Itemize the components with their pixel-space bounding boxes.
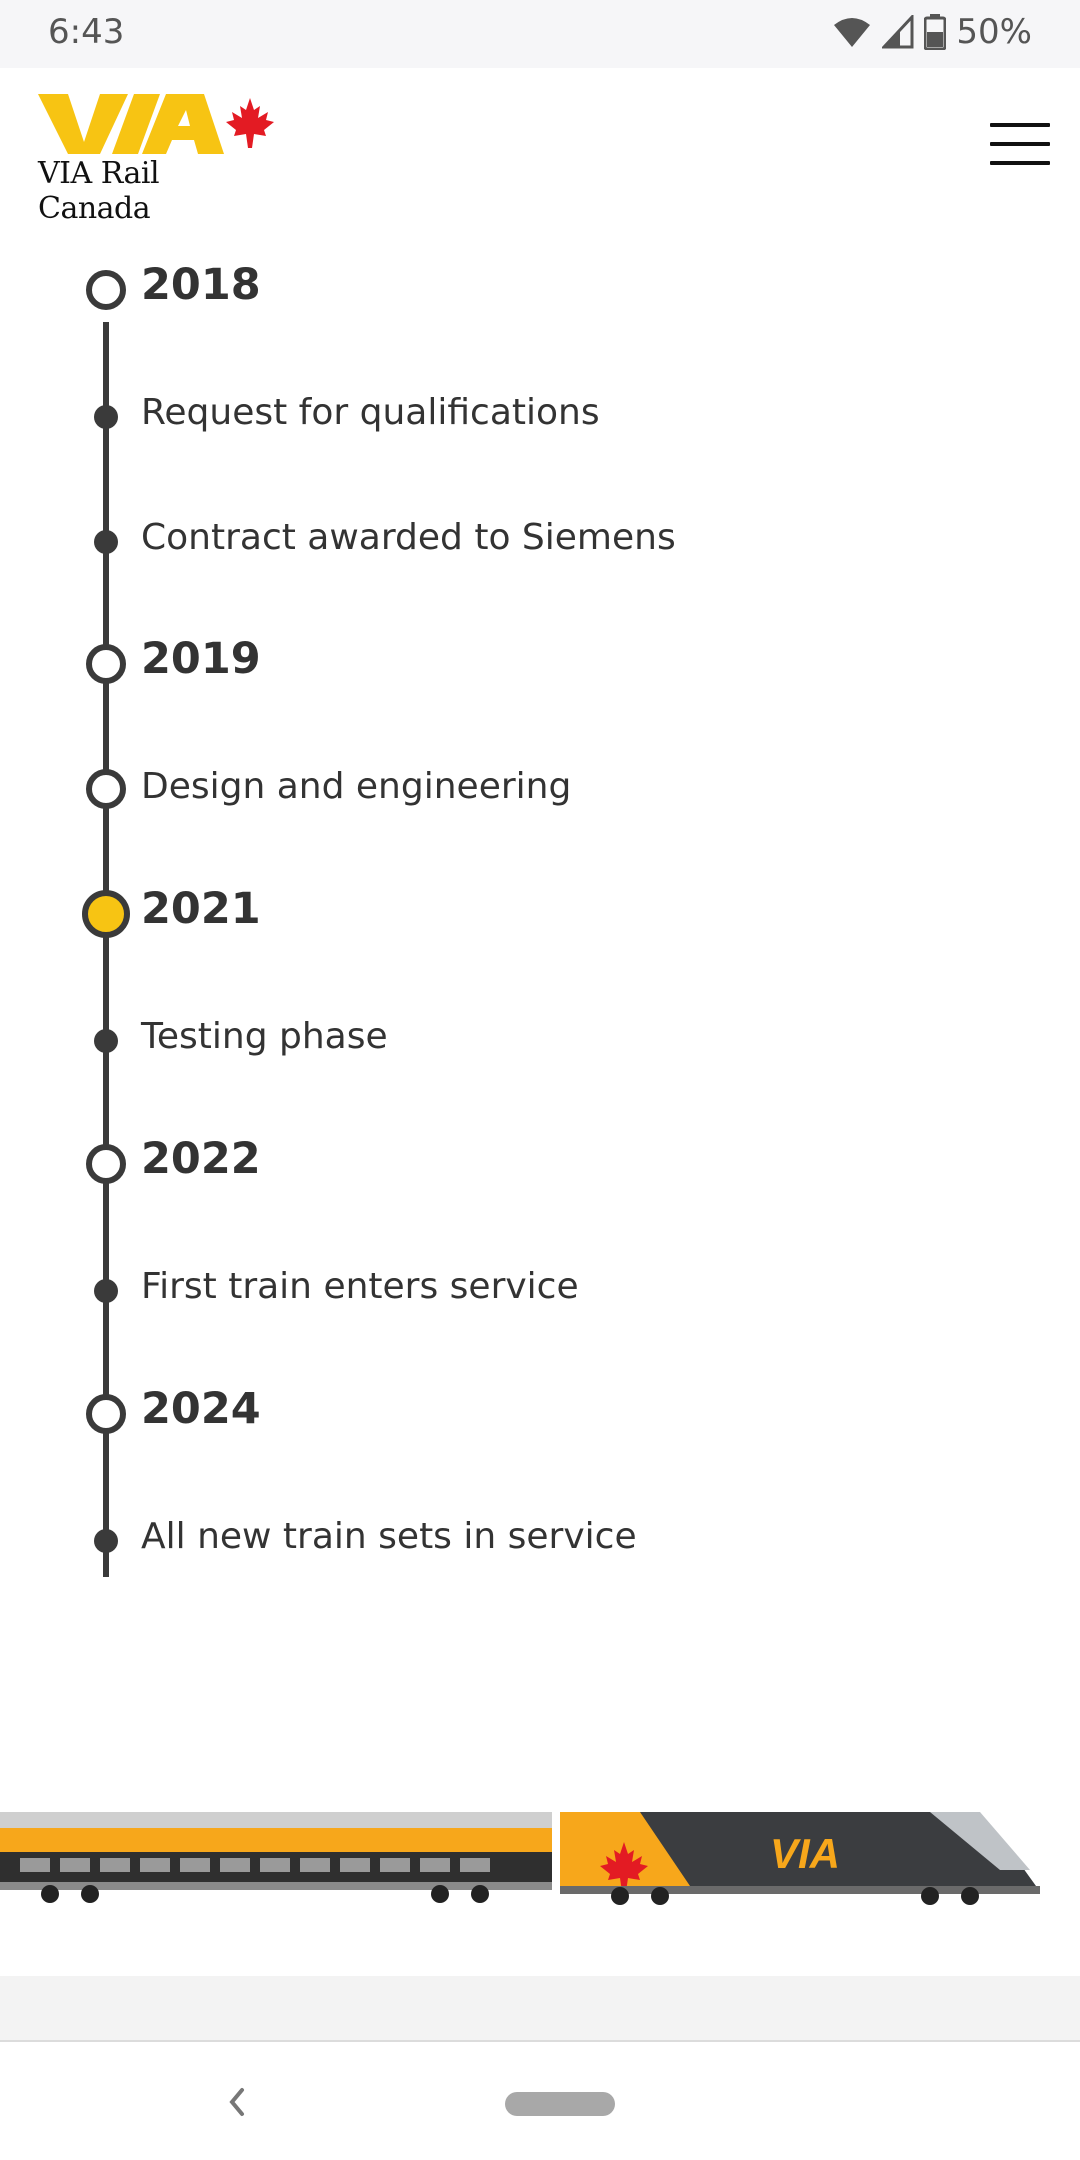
timeline-year-label: 2021	[141, 884, 261, 934]
timeline-event: Design and engineering	[0, 749, 1080, 829]
wifi-icon	[834, 18, 871, 47]
timeline-event: All new train sets in service	[0, 1499, 1080, 1579]
timeline-event-label: Design and engineering	[141, 766, 572, 807]
cell-signal-icon	[882, 15, 914, 49]
via-rail-logo[interactable]: VIA Rail Canada	[38, 92, 278, 226]
status-bar: 6:43 50%	[0, 0, 1080, 68]
timeline-year-label: 2018	[141, 260, 261, 310]
timeline-active-marker	[82, 890, 130, 938]
timeline-year-2018: 2018	[0, 250, 1080, 330]
timeline-year-2022: 2022	[0, 1124, 1080, 1204]
timeline-dot-marker	[94, 1529, 118, 1553]
timeline-event: First train enters service	[0, 1249, 1080, 1329]
timeline-ring-marker	[86, 1144, 126, 1184]
timeline-event-label: First train enters service	[141, 1266, 579, 1307]
train-illustration: VIA	[0, 1790, 1080, 1910]
timeline-event-label: Request for qualifications	[141, 392, 600, 433]
status-icons: 50%	[832, 12, 1032, 52]
project-timeline: 2018 Request for qualifications Contract…	[0, 250, 1080, 1650]
timeline-ring-marker	[86, 270, 126, 310]
hamburger-menu-icon[interactable]	[990, 123, 1050, 167]
timeline-dot-marker	[94, 1029, 118, 1053]
timeline-ring-marker	[86, 644, 126, 684]
timeline-year-label: 2022	[141, 1134, 261, 1184]
timeline-ring-marker	[86, 1394, 126, 1434]
timeline-year-label: 2019	[141, 634, 261, 684]
train-graphic: VIA	[0, 1812, 1040, 1905]
system-nav-bar	[0, 2042, 1080, 2160]
home-pill-icon[interactable]	[505, 2092, 615, 2116]
site-header: VIA Rail Canada	[0, 68, 1080, 228]
logo-wordmark: VIA Rail Canada	[38, 156, 160, 226]
train-via-logo: VIA	[770, 1830, 840, 1877]
timeline-dot-marker	[94, 1279, 118, 1303]
timeline-event-label: Contract awarded to Siemens	[141, 517, 676, 558]
timeline-dot-marker	[94, 405, 118, 429]
maple-leaf-icon	[600, 1842, 648, 1892]
timeline-event: Contract awarded to Siemens	[0, 500, 1080, 580]
battery-icon	[924, 14, 947, 50]
timeline-line	[103, 322, 109, 1577]
timeline-year-2021: 2021	[0, 874, 1080, 954]
timeline-ring-marker	[86, 769, 126, 809]
footer-band	[0, 1976, 1080, 2042]
timeline-event-label: Testing phase	[141, 1016, 388, 1057]
status-time: 6:43	[48, 12, 125, 52]
timeline-event-label: All new train sets in service	[141, 1516, 637, 1557]
battery-percent: 50%	[956, 12, 1032, 52]
timeline-year-2019: 2019	[0, 624, 1080, 704]
timeline-event: Testing phase	[0, 999, 1080, 1079]
maple-leaf-icon	[226, 98, 274, 148]
timeline-year-2024: 2024	[0, 1374, 1080, 1454]
via-logo-mark	[38, 94, 274, 154]
timeline-event: Request for qualifications	[0, 375, 1080, 455]
back-chevron-icon[interactable]	[222, 2082, 252, 2122]
timeline-year-label: 2024	[141, 1384, 261, 1434]
timeline-dot-marker	[94, 530, 118, 554]
